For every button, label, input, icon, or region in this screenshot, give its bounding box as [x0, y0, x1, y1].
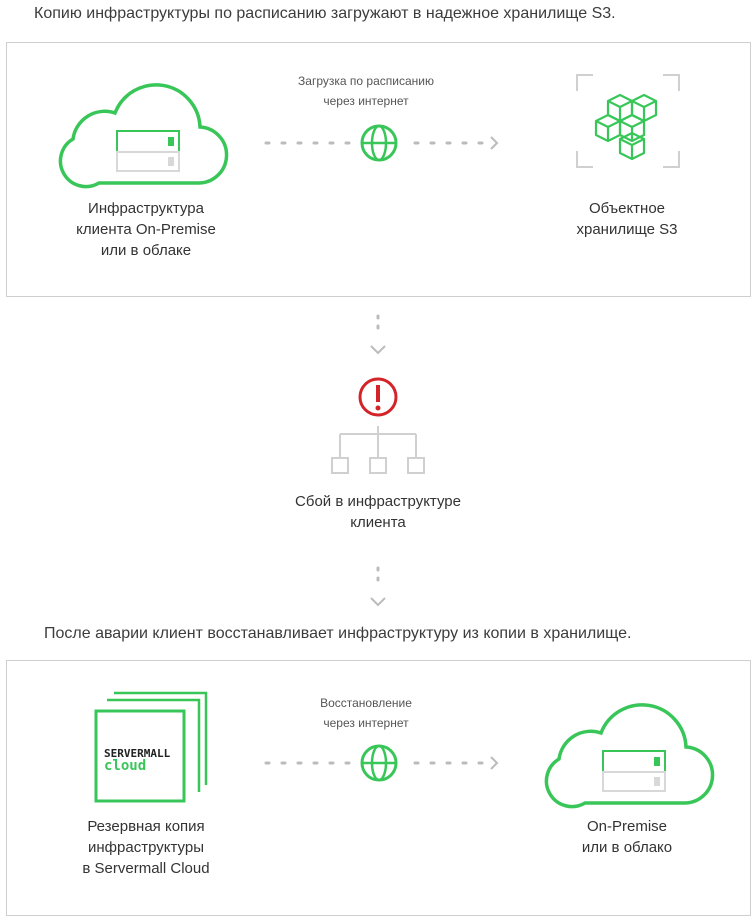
down-arrow-connector-2	[370, 566, 386, 607]
servermall-cloud-logo: SERVERMALL cloud	[92, 687, 212, 807]
logo-line1: SERVERMALL	[104, 747, 171, 760]
logo-line2: cloud	[104, 758, 147, 774]
dotted-arrow-connector-2	[264, 756, 499, 770]
panel1-left-label: Инфраструктура клиента On-Premise или в …	[76, 200, 216, 259]
panel2-right-label: On-Premise или в облако	[581, 818, 673, 856]
object-storage-cubes-icon	[576, 74, 680, 168]
top-caption: Копию инфраструктуры по расписанию загру…	[34, 5, 616, 22]
panel1-right-label: Объектное хранилище S3	[576, 200, 678, 238]
panel2-left-label: Резервная копия инфраструктуры в Serverm…	[82, 818, 210, 877]
cloud-server-icon	[58, 83, 229, 189]
down-arrow-connector	[370, 314, 386, 355]
failure-label: Сбой в инфраструктуре клиента	[295, 493, 461, 531]
panel-recovery: SERVERMALL cloud Резервная копия инфраст…	[6, 660, 751, 916]
globe-icon	[360, 124, 398, 162]
panel1-connector-label: Загрузка по расписанию через интернет	[298, 74, 434, 108]
globe-icon-2	[360, 744, 398, 782]
alert-icon	[358, 377, 398, 417]
cloud-server-icon-2	[544, 703, 715, 809]
panel2-connector-label: Восстановление через интернет	[320, 696, 412, 730]
middle-caption: После аварии клиент восстанавливает инфр…	[44, 625, 632, 642]
dotted-arrow-connector	[264, 136, 499, 150]
panel-backup-schedule: Инфраструктура клиента On-Premise или в …	[6, 42, 751, 297]
network-tree-icon	[331, 426, 425, 474]
